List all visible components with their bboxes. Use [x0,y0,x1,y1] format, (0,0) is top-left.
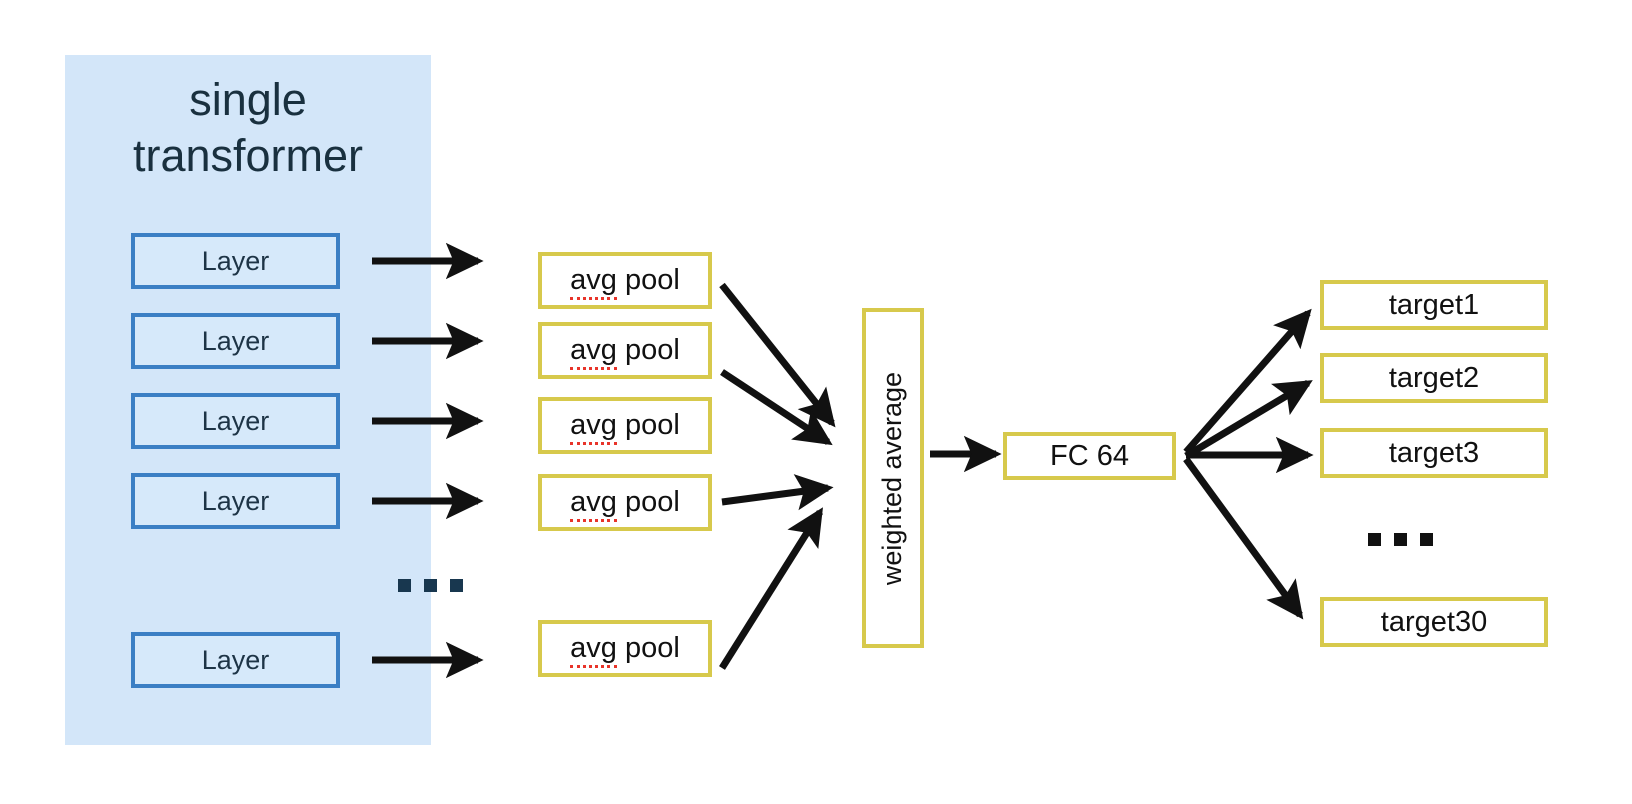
avg-pool-box-5: avg pool [538,620,712,677]
arrow-pool5-to-weighted-average [719,507,823,670]
avg-pool-word: avg [570,264,617,300]
ellipsis-dot [1420,533,1433,546]
layer-label: Layer [201,245,270,276]
target-box-3: target3 [1320,428,1548,478]
avg-pool-word: avg [570,409,617,445]
target-label: target2 [1388,361,1480,394]
avg-pool-box-2: avg pool [538,322,712,379]
weighted-average-label: weighted average [877,371,908,585]
layer-label: Layer [201,485,270,516]
layer-label: Layer [201,644,270,675]
ellipsis-dot [1394,533,1407,546]
avg-pool-label: avg pool [570,409,680,445]
fc-layer-box: FC 64 [1003,432,1176,480]
panel-title: single transformer [132,74,364,181]
avg-pool-word-suffix: pool [616,334,680,366]
ellipsis-dot [1368,533,1381,546]
avg-pool-label: avg pool [570,486,680,522]
avg-pool-word: avg [570,632,617,668]
target-label: target1 [1388,288,1480,321]
avg-pool-box-4: avg pool [538,474,712,531]
ellipsis-dot [424,579,437,592]
target-label: target30 [1380,605,1488,638]
target-box-30: target30 [1320,597,1548,647]
layer-label: Layer [201,325,270,356]
layer-box-4: Layer [131,473,340,529]
arrow-fc-to-target2 [1184,379,1313,460]
layer-box-5: Layer [131,632,340,688]
layer-box-2: Layer [131,313,340,369]
avg-pool-word-suffix: pool [616,409,680,441]
target-box-1: target1 [1320,280,1548,330]
avg-pool-label: avg pool [570,334,680,370]
avg-pool-word: avg [570,334,617,370]
arrow-fc-to-target30 [1183,456,1304,620]
layer-box-1: Layer [131,233,340,289]
avg-pool-label: avg pool [570,632,680,668]
avg-pool-word-suffix: pool [616,264,680,296]
targets-ellipsis-icon [1368,533,1433,546]
avg-pool-word-suffix: pool [616,632,680,664]
target-box-2: target2 [1320,353,1548,403]
arrow-pool3-to-weighted-average [721,474,834,511]
target-label: target3 [1388,436,1480,469]
ellipsis-dot [398,579,411,592]
avg-pool-label: avg pool [570,264,680,300]
layer-box-3: Layer [131,393,340,449]
layer-label: Layer [201,405,270,436]
avg-pool-box-1: avg pool [538,252,712,309]
avg-pool-word-suffix: pool [616,486,680,518]
arrow-fc-to-target1 [1183,308,1312,455]
avg-pool-box-3: avg pool [538,397,712,454]
avg-pool-word: avg [570,486,617,522]
arrow-pool2-to-weighted-average [720,369,833,446]
weighted-average-box: weighted average [862,308,924,648]
ellipsis-dot [450,579,463,592]
fc-layer-label: FC 64 [1050,439,1129,472]
arrow-pool1-to-weighted-average [719,282,836,428]
layers-ellipsis-icon [398,579,463,592]
